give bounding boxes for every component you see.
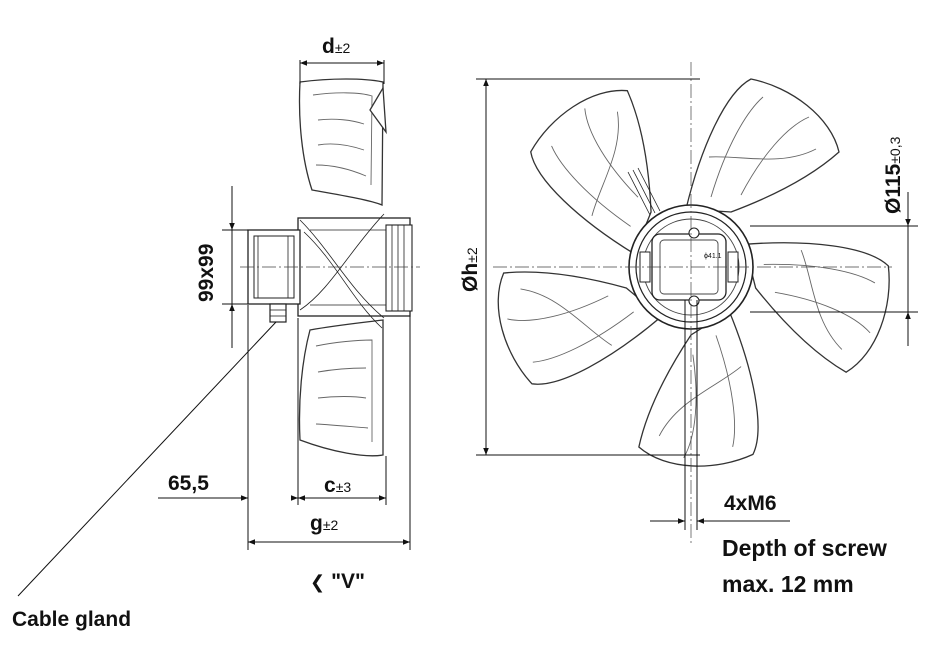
label-d: d xyxy=(322,35,335,58)
cable-gland-leader xyxy=(17,321,277,597)
view-arrow-icon: ❮ xyxy=(310,572,325,593)
label-115-tol: ±0,3 xyxy=(887,136,903,163)
svg-text:Øh±2: Øh±2 xyxy=(459,247,482,292)
label-115: Ø115 xyxy=(882,163,905,214)
label-99x99: 99x99 xyxy=(195,244,218,302)
dimension-g: g±2 xyxy=(248,512,410,545)
view-v-label: ❮ "V" xyxy=(310,570,365,593)
dimension-65-5: 65,5 xyxy=(158,472,298,501)
impeller-blades xyxy=(497,78,890,467)
svg-text:c±3: c±3 xyxy=(324,474,351,497)
label-h: Øh xyxy=(459,263,482,292)
label-cable-gland: Cable gland xyxy=(12,608,131,631)
dimension-c: c±3 xyxy=(298,474,386,501)
label-depth-line2: max. 12 mm xyxy=(722,571,854,597)
dimension-d: d±2 xyxy=(299,35,385,84)
label-c-tol: ±3 xyxy=(336,479,352,495)
label-depth-line1: Depth of screw xyxy=(722,535,887,561)
label-g: g xyxy=(310,512,323,535)
dimension-115: Ø115±0,3 xyxy=(750,136,918,346)
svg-text:d±2: d±2 xyxy=(322,35,351,58)
label-view: "V" xyxy=(331,570,365,593)
label-65-5: 65,5 xyxy=(168,472,209,495)
label-4xm6: 4xM6 xyxy=(724,492,777,515)
side-cable-gland xyxy=(269,303,287,323)
side-lower-blade xyxy=(298,319,384,457)
side-view xyxy=(240,78,420,457)
label-c: c xyxy=(324,474,336,497)
label-d-tol: ±2 xyxy=(335,40,351,56)
dimension-h: Øh±2 xyxy=(459,78,700,456)
label-h-tol: ±2 xyxy=(464,247,480,263)
dimension-screws: 4xM6 xyxy=(650,300,790,530)
dimension-99x99: 99x99 xyxy=(195,186,248,348)
side-upper-blade xyxy=(298,78,384,206)
label-g-tol: ±2 xyxy=(323,517,339,533)
svg-text:g±2: g±2 xyxy=(310,512,339,535)
hub-marking: ϕ41.1 xyxy=(704,253,722,260)
svg-text:Ø115±0,3: Ø115±0,3 xyxy=(882,136,905,214)
front-view: ϕ41.1 xyxy=(493,62,892,545)
